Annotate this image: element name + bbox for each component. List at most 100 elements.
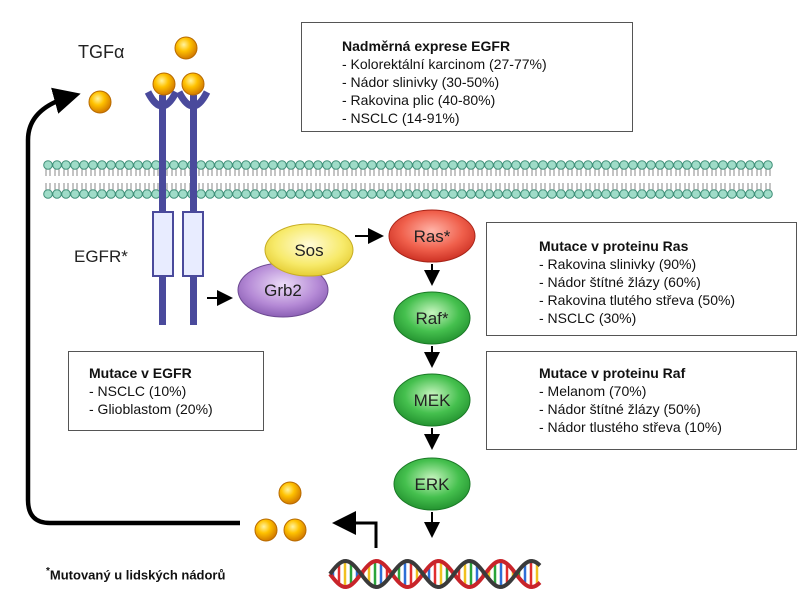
lipid-head [565,189,575,199]
list-item: - NSCLC (30%) [539,310,637,326]
lipid-head [304,189,314,199]
feedback-loop-arrow [25,87,240,526]
lipid-head [439,160,449,170]
lipid-head [457,189,467,199]
footnote-text: Mutovaný u lidských nádorů [49,567,226,583]
lipid-head [169,189,179,199]
lipid-head [655,160,665,170]
lipid-head [484,189,494,199]
sos-label: Sos [294,241,323,260]
lipid-head [52,160,62,170]
lipid-head [736,160,746,170]
list-item: - Rakovina slinivky (90%) [539,256,697,272]
lipid-head [205,160,215,170]
overexpression-box: Nadměrná exprese EGFR - Kolorektální kar… [301,22,633,132]
lipid-head [241,160,251,170]
raf-shape [393,291,471,345]
lipid-head [403,189,413,199]
dna-strand [328,558,542,590]
tgf-ligands [88,36,307,542]
lipid-head [259,160,269,170]
lipid-head [547,160,557,170]
lipid-head [457,160,467,170]
footnote: *Mutovaný u lidských nádorů [46,566,225,582]
lipid-head [520,160,530,170]
lipid-head [394,189,404,199]
gene-expression-arrow [332,511,378,548]
lipid-head [763,160,773,170]
list-item: - NSCLC (14-91%) [342,110,460,126]
receptor-cup-left [144,90,180,110]
ligand-ball [283,518,307,542]
lipid-head [628,160,638,170]
ras-mutation-box: Mutace v proteinu Ras - Rakovina slinivk… [486,222,797,336]
lipid-head [88,160,98,170]
egfr-receptor [144,90,211,325]
lipid-head [61,160,71,170]
lipid-head [277,160,287,170]
lipid-head [727,189,737,199]
lipid-head [538,160,548,170]
list-item: - Nádor slinivky (30-50%) [342,74,500,90]
lipid-head [601,160,611,170]
ras-mutation-title: Mutace v proteinu Ras [539,238,689,254]
lipid-head [142,160,152,170]
raf-protein: Raf* [393,291,471,345]
ligand-ball [181,72,205,96]
lipid-head [574,160,584,170]
lipid-head [61,189,71,199]
lipid-head [583,189,593,199]
lipid-head [376,189,386,199]
lipid-head [340,189,350,199]
tgf-alpha-label: TGFα [78,42,124,62]
lipid-head [367,189,377,199]
lipid-head [313,189,323,199]
lipid-head [466,189,476,199]
lipid-head [223,160,233,170]
lipid-head [349,160,359,170]
lipid-head [583,160,593,170]
lipid-head [745,160,755,170]
lipid-head [619,189,629,199]
lipid-head [646,189,656,199]
lipid-head [466,160,476,170]
ligand-ball [88,90,112,114]
lipid-head [277,189,287,199]
lipid-head [502,160,512,170]
lipid-head [268,189,278,199]
lipid-head [115,160,125,170]
lipid-head [169,160,179,170]
lipid-head [223,189,233,199]
lipid-head [619,160,629,170]
egfr-mutation-title: Mutace v EGFR [89,365,192,381]
lipid-head [448,160,458,170]
sos-protein: Sos [264,223,354,277]
lipid-head [133,189,143,199]
lipid-head [763,189,773,199]
erk-protein: ERK [393,457,471,511]
lipid-head [646,160,656,170]
lipid-head [484,160,494,170]
lipid-head [349,189,359,199]
raf-mutation-list: - Melanom (70%) - Nádor štítné žlázy (50… [539,382,796,436]
receptor-cup-right [175,90,211,110]
footnote-star: * [46,566,50,577]
lipid-head [358,160,368,170]
lipid-head [214,189,224,199]
lipid-head [205,189,215,199]
list-item: - Glioblastom (20%) [89,401,213,417]
ligand-ball [152,72,176,96]
lipid-head [691,160,701,170]
lipid-head [592,160,602,170]
list-item: - Nádor štítné žlázy (50%) [539,401,701,417]
lipid-head [97,160,107,170]
lipid-head [727,160,737,170]
raf-label: Raf* [415,309,448,328]
lipid-head [124,189,134,199]
lipid-head [565,160,575,170]
lipid-head [412,189,422,199]
lipid-head [736,189,746,199]
lipid-head [718,160,728,170]
lipid-head [439,189,449,199]
